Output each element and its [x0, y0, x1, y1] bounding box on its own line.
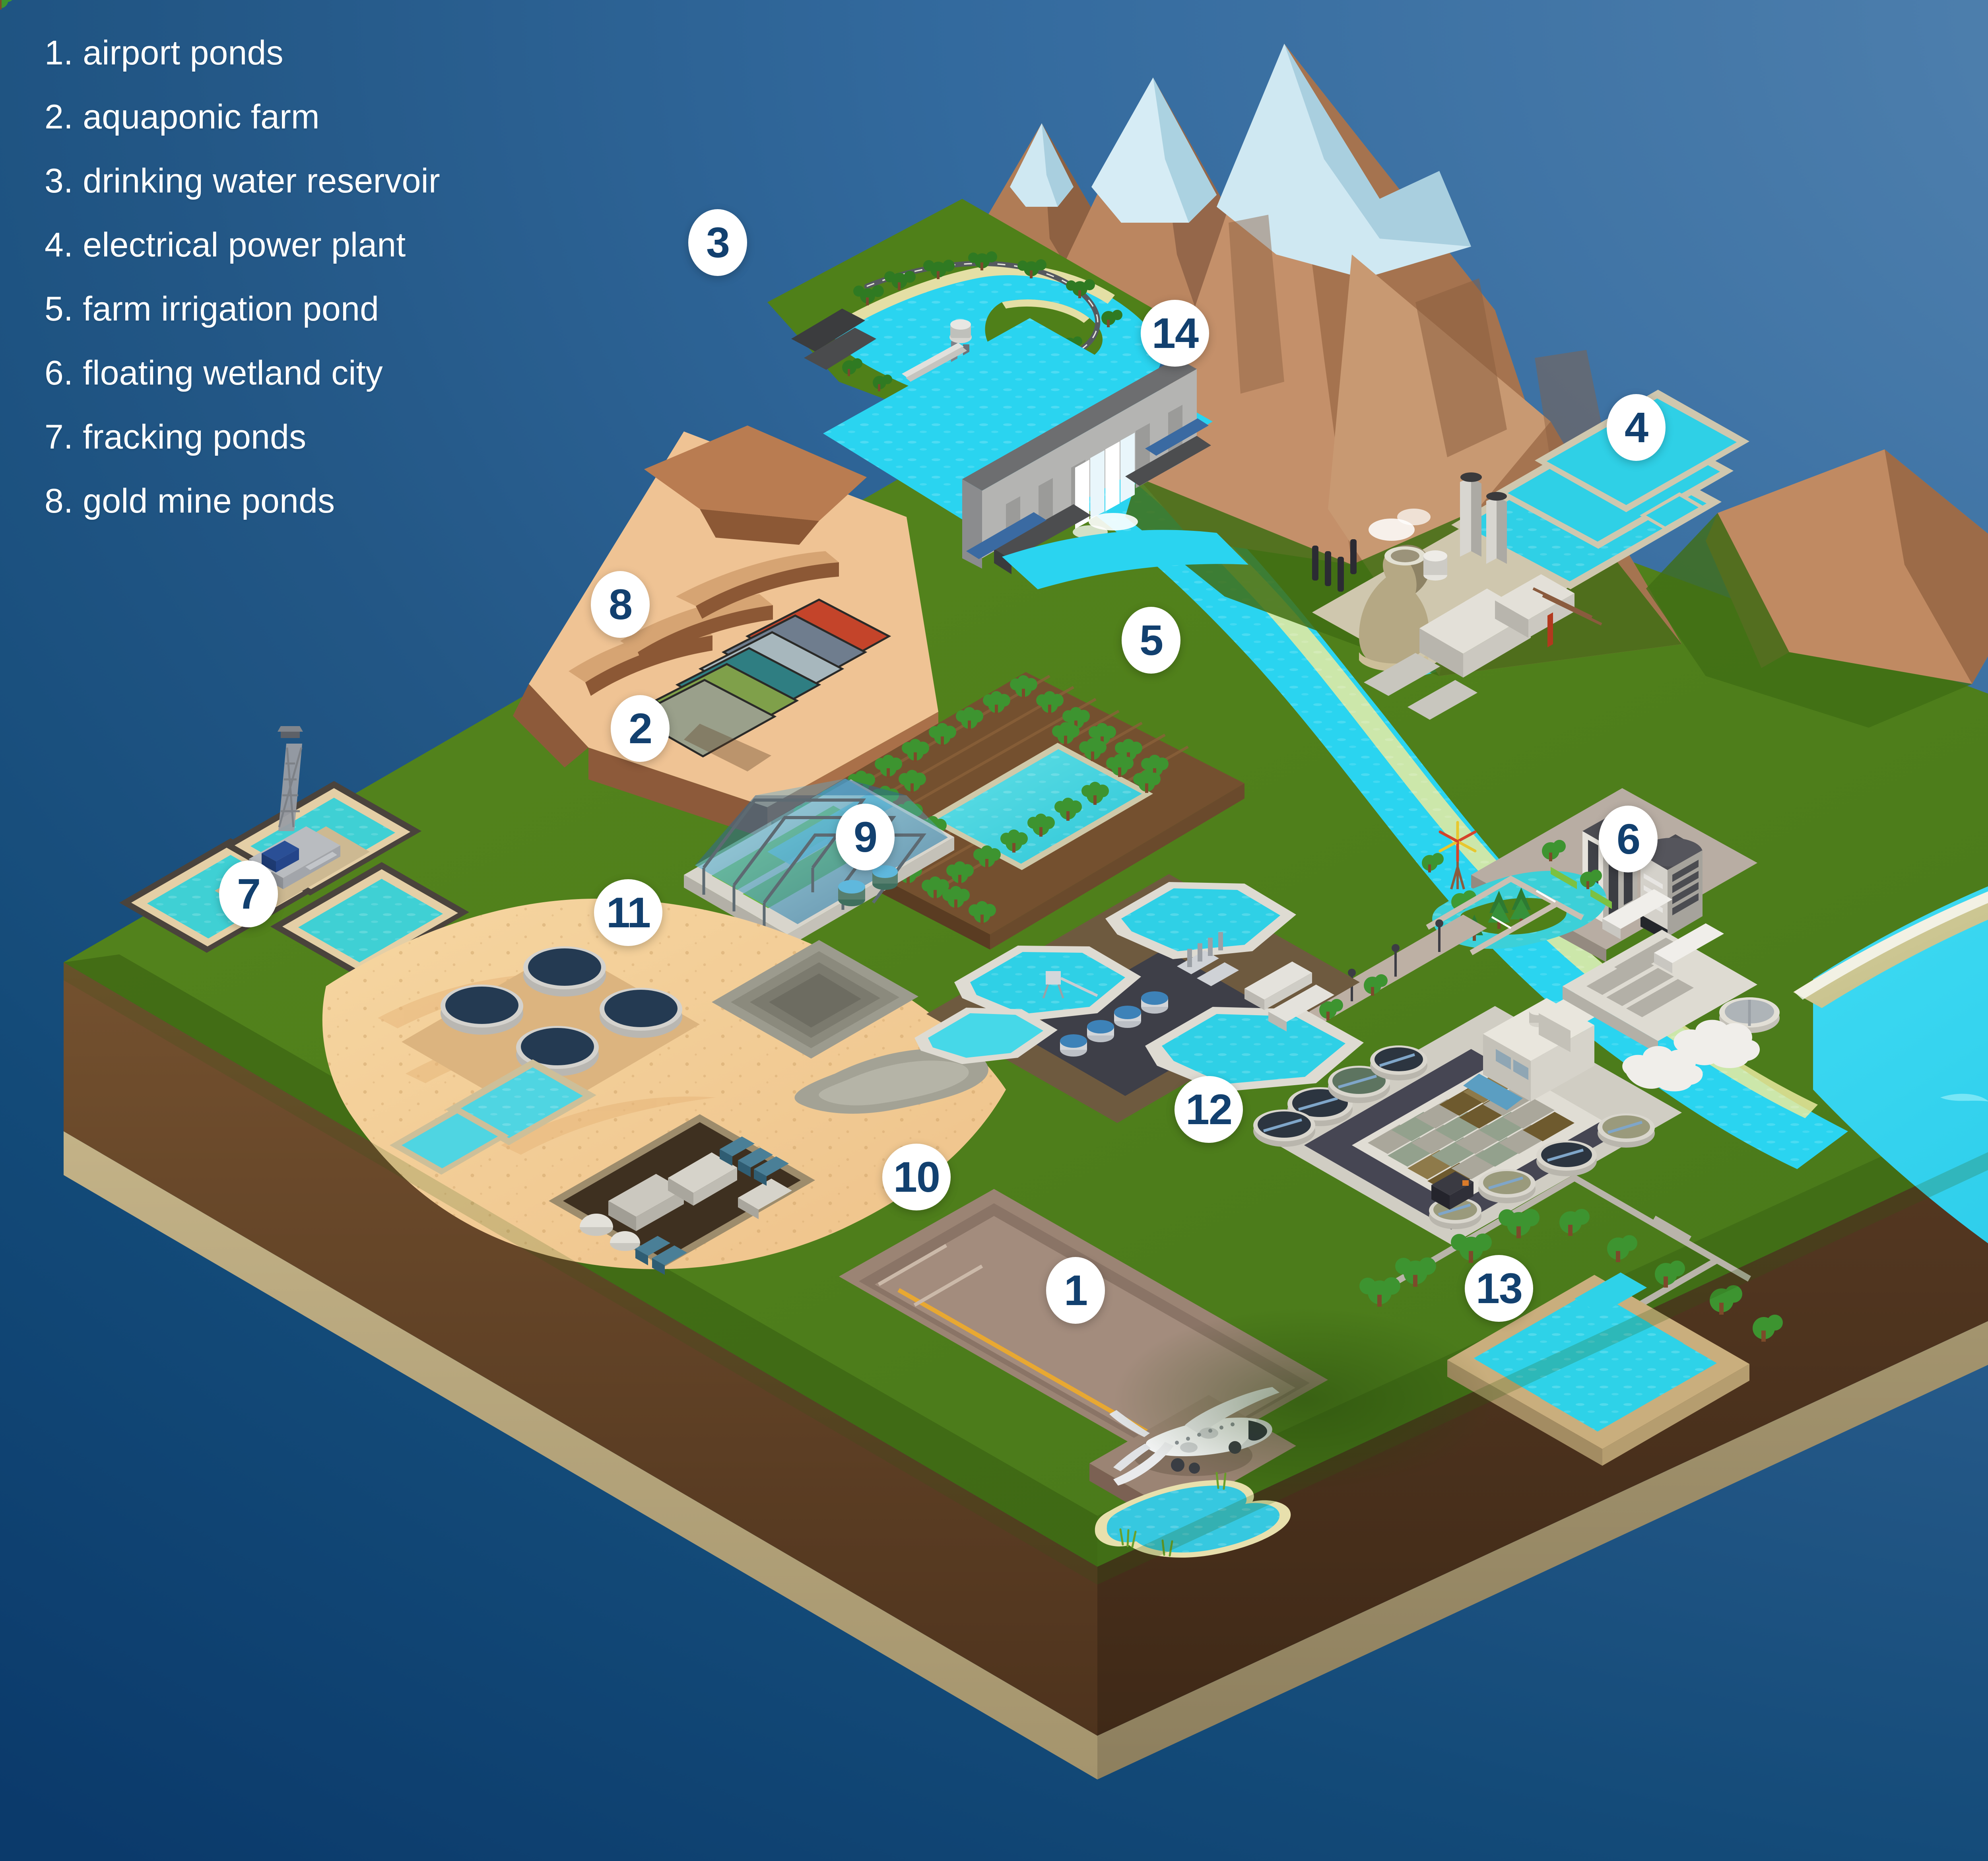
map-marker-7[interactable]: 7	[219, 861, 278, 927]
map-marker-10[interactable]: 10	[882, 1144, 951, 1210]
map-marker-12[interactable]: 12	[1175, 1076, 1243, 1143]
map-marker-4[interactable]: 4	[1607, 394, 1666, 461]
legend-item: 4. electrical power plant	[45, 226, 406, 264]
map-marker-14[interactable]: 14	[1141, 300, 1209, 367]
legend-item: 1. airport ponds	[45, 34, 283, 72]
legend-item: 3. drinking water reservoir	[45, 162, 440, 200]
legend-item: 5. farm irrigation pond	[45, 290, 379, 328]
map-marker-13[interactable]: 13	[1465, 1255, 1533, 1322]
legend-item: 7. fracking ponds	[45, 418, 307, 456]
map-marker-9[interactable]: 9	[836, 804, 895, 870]
map-marker-3[interactable]: 3	[688, 209, 747, 276]
map-marker-5[interactable]: 5	[1122, 607, 1180, 674]
map-marker-2[interactable]: 2	[611, 695, 670, 762]
legend-left: 1. airport ponds 2. aquaponic farm 3. dr…	[45, 36, 440, 548]
map-marker-6[interactable]: 6	[1599, 806, 1658, 872]
map-marker-1[interactable]: 1	[1046, 1257, 1105, 1324]
map-marker-11[interactable]: 11	[594, 879, 662, 946]
map-marker-8[interactable]: 8	[591, 571, 650, 638]
legend-item: 8. gold mine ponds	[45, 482, 335, 520]
legend-item: 2. aquaponic farm	[45, 98, 320, 136]
legend-item: 6. floating wetland city	[45, 354, 383, 392]
